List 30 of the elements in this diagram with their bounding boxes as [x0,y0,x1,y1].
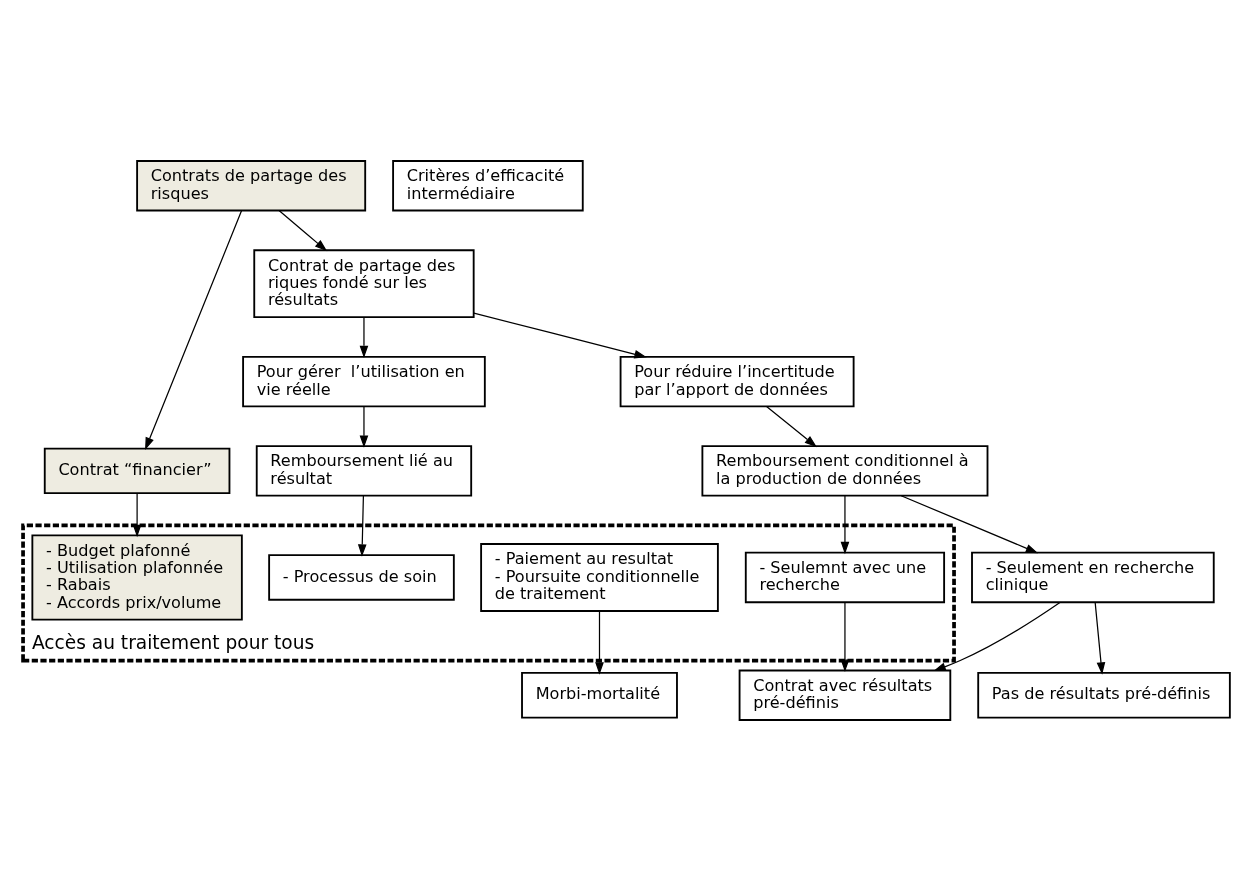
arrow [145,210,243,450]
node-box: - Processus de soin [268,554,455,601]
arrow [357,495,367,557]
node-box: Critères d’efficacité intermédiaire [392,160,584,212]
arrow [933,601,1061,672]
node-box: - Seulemnt avec une recherche [744,551,946,604]
node-box: Contrat avec résultats pré-définis [738,669,952,721]
arrow [840,495,850,555]
node-box: - Seulement en recherche clinique [971,551,1215,604]
arrow [840,602,850,673]
node-box: - Budget plafonné - Utilisation plafonnée - Rabais - Accords prix/volume [31,534,243,621]
node-box: Pour réduire l’incertitude par l’apport de données [619,355,855,408]
node-box: Pour gérer l’utilisation en vie réelle [242,355,486,408]
arrow [359,316,369,359]
node-box: Contrat de partage des riques fondé sur les résultats [253,249,475,319]
node-box: Remboursement conditionnel à la production de données [701,445,989,497]
node-box: Morbi-mortalité [521,672,678,719]
arrow [900,495,1039,554]
arrow [765,405,817,448]
node-box: - Paiement au resultat - Poursuite conditionnelle de traitement [480,543,719,612]
node-box: Contrat “financier” [43,447,231,495]
arrow [132,493,142,538]
arrow [595,610,604,675]
node-box: Pas de résultats pré-définis [977,672,1231,719]
node-box: Contrats de partage des risques [136,160,367,212]
arrow [278,209,328,252]
arrow [359,405,369,448]
arrow [473,312,647,359]
node-box: Remboursement lié au résultat [255,445,473,497]
arrow [1094,602,1106,675]
